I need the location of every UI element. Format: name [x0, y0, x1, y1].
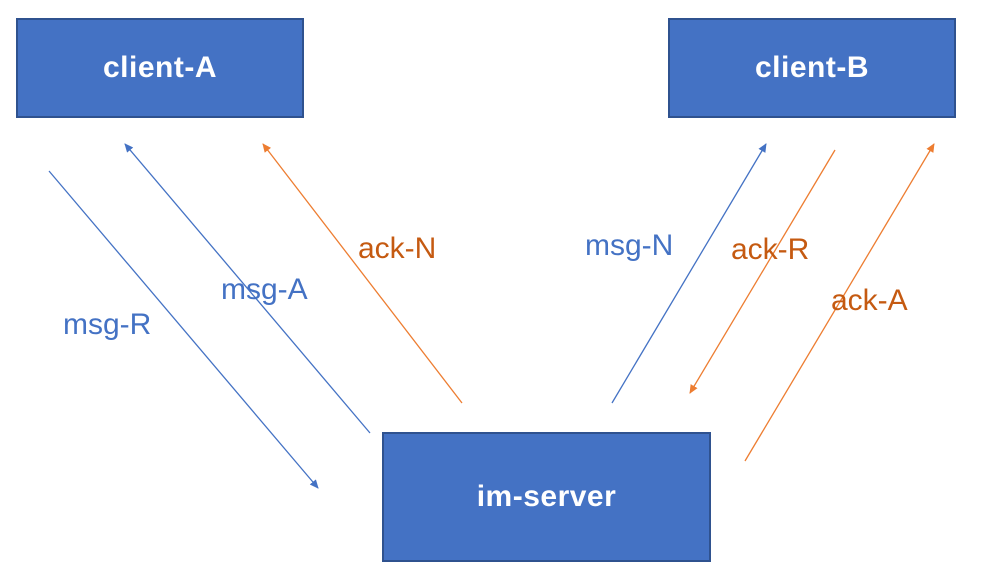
arrow-ack-a	[744, 143, 935, 462]
im-server-label: im-server	[476, 480, 617, 513]
edge-label-ack-a: ack-A	[831, 284, 908, 317]
edge-label-ack-r: ack-R	[731, 233, 810, 266]
client-b-box: client-B	[668, 18, 956, 118]
arrow-ack-n	[262, 143, 463, 404]
arrow-msg-a	[124, 143, 371, 434]
client-a-label: client-A	[102, 51, 217, 84]
edge-label-msg-n: msg-N	[585, 229, 674, 262]
im-server-box: im-server	[382, 432, 711, 562]
arrow-msg-r	[48, 170, 319, 489]
edge-label-msg-r: msg-R	[63, 308, 152, 341]
edge-label-ack-n: ack-N	[358, 232, 437, 265]
client-b-label: client-B	[754, 51, 869, 84]
edge-label-msg-a: msg-A	[221, 273, 308, 306]
arrow-ack-r	[689, 149, 836, 394]
client-a-box: client-A	[16, 18, 304, 118]
arrow-msg-n	[611, 143, 767, 404]
